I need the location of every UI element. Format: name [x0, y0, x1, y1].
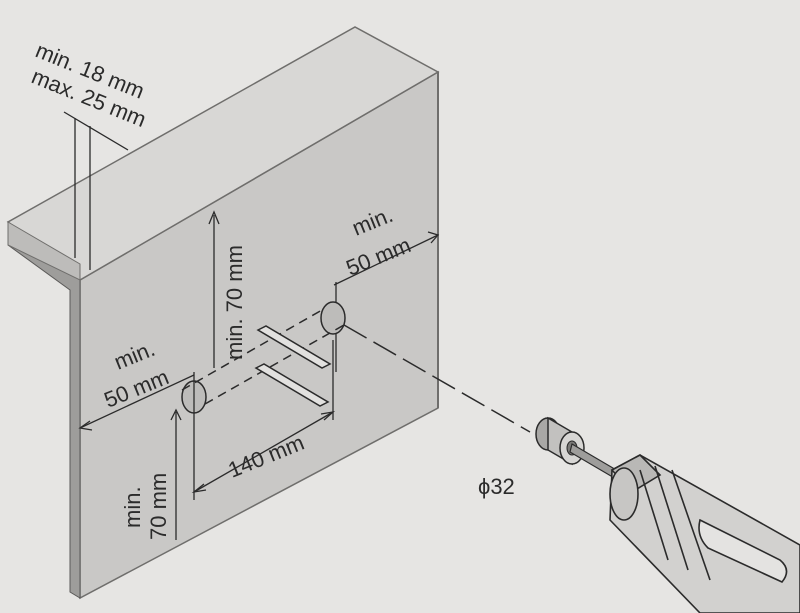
- bottom-edge-dimension: [170, 408, 182, 540]
- side-panel-front-edge: [7, 220, 81, 599]
- drill-icon: [609, 454, 800, 613]
- hole-right: [320, 301, 346, 335]
- hole-axis-lines: [181, 309, 345, 405]
- drill-axis: [343, 324, 531, 433]
- top-edge-dimension: [208, 210, 220, 368]
- side-panel-top-edge: [7, 221, 81, 281]
- thickness-dimension: [63, 111, 129, 270]
- forstner-bit-icon: [535, 416, 631, 487]
- bottom-edge-min-label: min.: [120, 486, 145, 528]
- mounting-slots: [254, 325, 332, 407]
- hole-spacing-dimension: [191, 340, 336, 500]
- left-edge-dimension: [78, 372, 195, 431]
- drill-diameter-label: ϕ32: [478, 474, 515, 499]
- top-edge-label: min. 70 mm: [222, 245, 247, 360]
- bottom-edge-value-label: 70 mm: [146, 473, 171, 540]
